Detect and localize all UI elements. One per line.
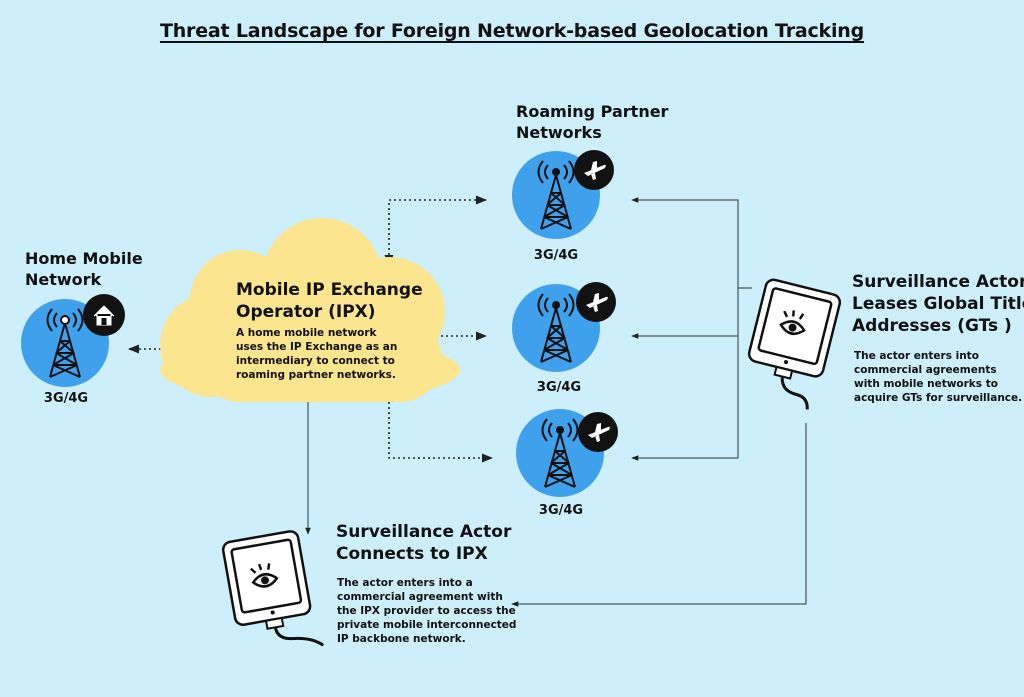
- airplane-icon: [578, 412, 618, 452]
- airplane-icon: [574, 150, 614, 190]
- ipx-cloud: [160, 218, 460, 402]
- actor-ipx-description: The actor enters into a commercial agree…: [337, 577, 517, 645]
- actor-ipx-heading: Surveillance Actor Connects to IPX: [336, 522, 512, 564]
- diagram-title: Threat Landscape for Foreign Network-bas…: [159, 20, 865, 42]
- roaming-band-1: 3G/4G: [533, 248, 579, 263]
- ipx-description: A home mobile network uses the IP Exchan…: [236, 327, 398, 381]
- gt-bus-line: [631, 197, 739, 288]
- ipx-roaming-bottom-link: [384, 390, 494, 463]
- airplane-icon: [576, 282, 616, 322]
- roaming-heading: Roaming Partner Networks: [516, 102, 669, 142]
- eye-icon: [779, 310, 806, 336]
- eye-icon: [249, 563, 279, 588]
- home-icon: [83, 294, 125, 336]
- surveillance-monitor-ipx: [221, 530, 325, 647]
- gt-roaming-bottom-link: [631, 288, 739, 461]
- actor-gt-heading: Surveillance Actor Leases Global Title A…: [852, 272, 1024, 336]
- gt-actor-to-ipx-actor-link: [511, 423, 807, 607]
- home-network-band: 3G/4G: [43, 391, 89, 406]
- ipx-roaming-top-link: [384, 195, 488, 267]
- actor-gt-description: The actor enters into commercial agreeme…: [854, 350, 1023, 404]
- home-network-heading: Home Mobile Network: [25, 249, 143, 289]
- ipx-heading: Mobile IP Exchange Operator (IPX): [236, 280, 423, 322]
- roaming-band-3: 3G/4G: [538, 503, 584, 518]
- roaming-band-2: 3G/4G: [536, 380, 582, 395]
- surveillance-monitor-gt: [747, 278, 842, 410]
